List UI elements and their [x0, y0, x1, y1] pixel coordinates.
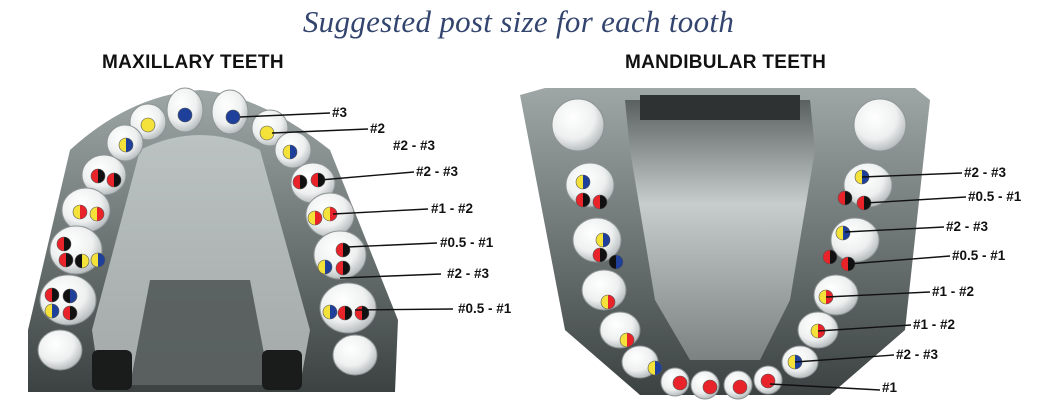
- maxillary-post-marker: [226, 110, 240, 124]
- maxillary-post-marker: [119, 138, 133, 152]
- max-label-1: #3: [332, 105, 348, 120]
- maxillary-post-marker: [318, 260, 332, 274]
- maxillary-post-marker: [293, 175, 307, 189]
- maxillary-post-marker: [45, 288, 59, 302]
- maxillary-post-marker: [63, 289, 77, 303]
- maxillary-post-marker: [283, 145, 297, 159]
- mandibular-post-marker: [593, 248, 607, 262]
- mandibular-post-marker: [576, 193, 590, 207]
- max-label-6: #0.5 - #1: [440, 235, 494, 250]
- man-label-1: #2 - #3: [964, 165, 1007, 180]
- maxillary-tooth: [38, 330, 82, 370]
- max-label-5: #1 - #2: [431, 201, 473, 216]
- man-label-7: #2 - #3: [896, 347, 939, 362]
- maxillary-post-marker: [91, 169, 105, 183]
- man-label-3: #2 - #3: [946, 219, 989, 234]
- maxillary-post-marker: [308, 211, 322, 225]
- maxillary-post-marker: [107, 173, 121, 187]
- maxillary-post-marker: [336, 243, 350, 257]
- mandibular-post-marker: [733, 380, 747, 394]
- maxillary-post-marker: [63, 306, 77, 320]
- maxillary-palate-shadow: [130, 280, 270, 385]
- maxillary-post-marker: [178, 108, 192, 122]
- maxillary-mount-left: [92, 350, 132, 390]
- max-label-3: #2 - #3: [393, 138, 436, 153]
- maxillary-mount-right: [262, 350, 302, 390]
- max-label-4: #2 - #3: [416, 164, 459, 179]
- maxillary-post-marker: [59, 253, 73, 267]
- mandibular-tooth: [854, 99, 906, 151]
- maxillary-post-marker: [91, 253, 105, 267]
- max-label-7: #2 - #3: [447, 266, 490, 281]
- mandibular-post-marker: [703, 380, 717, 394]
- maxillary-post-marker: [57, 237, 71, 251]
- man-label-6: #1 - #2: [913, 317, 955, 332]
- maxillary-post-marker: [75, 254, 89, 268]
- mandibular-post-marker: [761, 374, 775, 388]
- mandibular-tooth: [552, 99, 604, 151]
- man-label-2: #0.5 - #1: [968, 189, 1022, 204]
- man-label-5: #1 - #2: [932, 284, 974, 299]
- maxillary-post-marker: [141, 118, 155, 132]
- maxillary-post-marker: [260, 126, 274, 140]
- mandibular-post-marker: [648, 361, 662, 375]
- maxillary-tooth: [50, 226, 102, 274]
- mandibular-post-marker: [673, 376, 687, 390]
- man-label-4: #0.5 - #1: [952, 248, 1006, 263]
- maxillary-post-marker: [45, 304, 59, 318]
- man-label-8: #1: [882, 380, 898, 395]
- mandibular-post-marker: [593, 195, 607, 209]
- maxillary-post-marker: [338, 306, 352, 320]
- mandibular-post-marker: [596, 233, 610, 247]
- mandibular-post-marker: [576, 175, 590, 189]
- mandibular-tooth: [600, 312, 640, 348]
- mandibular-post-marker: [838, 191, 852, 205]
- mandibular-post-marker: [836, 226, 850, 240]
- maxillary-post-marker: [336, 261, 350, 275]
- max-label-8: #0.5 - #1: [458, 301, 512, 316]
- maxillary-post-marker: [90, 207, 104, 221]
- mandibular-post-marker: [601, 295, 615, 309]
- maxillary-tooth: [333, 335, 377, 375]
- mandibular-post-marker: [823, 250, 837, 264]
- maxillary-post-marker: [73, 205, 87, 219]
- mandibular-post-marker: [609, 255, 623, 269]
- mandibular-tooth: [831, 218, 879, 262]
- maxillary-post-marker: [323, 305, 337, 319]
- leader-line: [355, 309, 453, 310]
- mandibular-post-marker: [620, 333, 634, 347]
- mandibular-back-shadow: [640, 95, 800, 120]
- max-label-2: #2: [370, 121, 385, 136]
- maxillary-post-marker: [355, 306, 369, 320]
